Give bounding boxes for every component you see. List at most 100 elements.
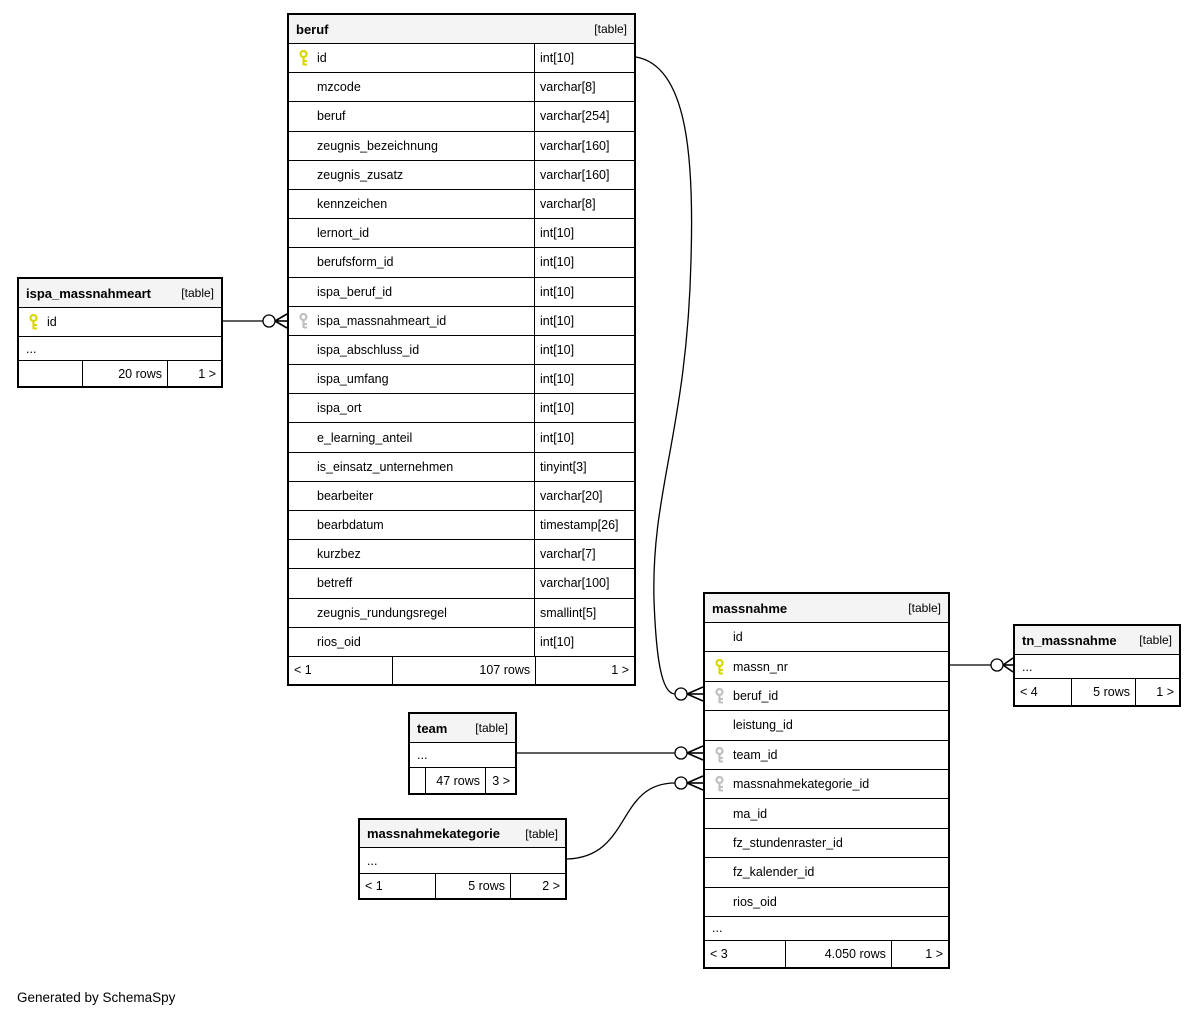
crows-foot-prong [1002,657,1014,666]
zero-or-one-circle [674,746,688,760]
primary-key-icon [705,658,733,675]
column-type: varchar[160] [534,160,634,189]
column-name: ispa_beruf_id [317,284,393,299]
footer-next-count: 1 > [925,946,943,961]
footer-prev-count: < 1 [360,874,437,898]
table-header: massnahmekategorie [table] [360,820,565,848]
table-name[interactable]: ispa_massnahmeart [26,285,152,301]
column-type: varchar[160] [534,131,634,160]
column-type: varchar[7] [534,540,634,569]
column-name: lernort_id [317,226,370,241]
table-name[interactable]: tn_massnahme [1022,632,1117,648]
column-name: zeugnis_rundungsregel [317,605,447,620]
foreign-key-icon [705,776,733,792]
column-name: id [47,315,57,329]
column-name: fz_kalender_id [733,865,815,880]
crows-foot-prong [274,313,288,322]
column-type: varchar[100] [534,569,634,598]
crows-foot-prong [686,775,704,784]
table-tag: [table] [181,286,214,300]
relationship-team-massnahme.team_id [517,745,704,761]
footer-prev-count: < 1 [289,656,393,684]
table-header: team [table] [410,714,515,743]
ellipsis-row: ... [19,337,221,361]
column-row-leistung_id: leistung_id [705,711,948,741]
column-row-zeugnis_rundungsregel: zeugnis_rundungsregel smallint[5] [289,598,634,628]
table-name[interactable]: beruf [296,21,329,37]
crows-foot-prong [686,782,704,791]
relationship-beruf.id-massnahme.beruf_id [635,56,704,702]
column-type: int[10] [534,394,634,423]
table-tag: [table] [525,826,558,841]
zero-or-one-circle [990,658,1004,672]
table-tag: [table] [1139,633,1172,647]
column-row-massn_nr: massn_nr [705,652,948,682]
column-name: ispa_massnahmeart_id [317,313,447,328]
column-type: int[10] [534,306,634,335]
footer-row-count: 107 rows [393,656,537,684]
footer-row-count: 20 rows [83,361,169,386]
column-name: bearbeiter [317,488,374,503]
ellipsis-label: ... [367,853,378,868]
footer-prev-count [19,361,83,386]
relationship-massnahmekategorie-massnahme.massnahmekategorie_id [566,775,704,860]
column-row-id: id [19,308,221,337]
footer-next-count: 2 > [542,879,560,893]
crows-foot-prong [686,693,704,702]
footer-prev-count: < 3 [705,940,786,967]
column-row-e_learning_anteil: e_learning_anteil int[10] [289,423,634,453]
table-tag: [table] [594,22,627,36]
column-type: varchar[8] [534,189,634,219]
column-type: timestamp[26] [534,511,634,540]
table-name[interactable]: massnahmekategorie [367,826,500,841]
column-name: team_id [733,747,778,762]
column-type: int[10] [534,627,634,656]
table-header: massnahme[table] [705,594,948,623]
column-name: leistung_id [733,718,793,733]
column-type: int[10] [534,248,634,277]
table-header: tn_massnahme [table] [1015,626,1179,655]
crows-foot-prong [686,752,704,761]
column-type: int[10] [534,277,634,306]
column-name: e_learning_anteil [317,430,413,445]
table-name[interactable]: team [417,720,448,736]
column-type: int[10] [534,423,634,452]
table-header: beruf [table] [289,15,634,44]
table-tag: [table] [475,721,508,735]
column-row-ma_id: ma_id [705,799,948,829]
zero-or-one-circle [674,687,688,701]
column-type: smallint[5] [534,598,634,627]
column-row-massnahmekategorie_id: massnahmekategorie_id [705,770,948,800]
column-name: id [733,630,743,645]
relationship-ispa_massnahmeart.id-beruf.ispa_massnahmeart_id [223,313,288,329]
zero-or-one-circle [262,314,276,328]
column-name: mzcode [317,80,361,95]
zero-or-one-circle [674,776,688,790]
ellipsis-row: ... [410,743,515,768]
column-type: int[10] [534,365,634,394]
foreign-key-icon [289,312,317,329]
table-name[interactable]: massnahme [712,600,788,616]
